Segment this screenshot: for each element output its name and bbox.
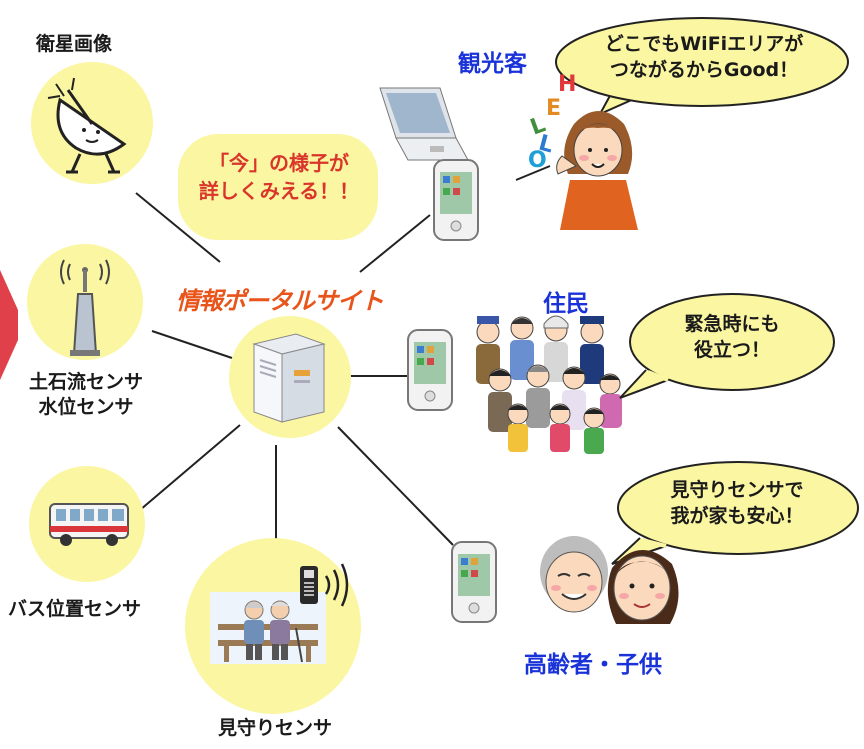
tourist-bubble-text: どこでもWiFiエリアが つながるからGood！ xyxy=(586,32,822,83)
tourist-speech-bubble xyxy=(555,17,849,117)
watch-sensor-label: 見守りセンサ xyxy=(218,717,333,739)
debris-sensor-label: 土石流センサ 水位センサ xyxy=(18,370,154,419)
tourist-woman-icon xyxy=(556,111,638,230)
hello-letter-o: O xyxy=(528,148,547,173)
tourist-bubble-line-2: つながるからGood！ xyxy=(609,58,799,81)
smartphone-icon-tourist xyxy=(433,159,479,241)
tourist-label: 観光客 xyxy=(458,51,527,77)
bus-sensor-label: バス位置センサ xyxy=(8,598,142,620)
satellite-dish-icon xyxy=(47,77,127,174)
elderly-bubble-line-2: 我が家も安心！ xyxy=(670,504,804,527)
residents-bubble-line-2: 役立つ！ xyxy=(693,338,770,361)
residents-label: 住民 xyxy=(543,291,589,317)
elderly-child-faces-icon xyxy=(540,536,679,624)
wearable-sensor-icon xyxy=(300,563,349,607)
link-mobile-elderly xyxy=(337,426,454,546)
server-icon xyxy=(252,333,326,423)
smartphone-icon-residents xyxy=(407,329,453,411)
link-mobile-tourist xyxy=(359,214,431,273)
residents-bubble-line-1: 緊急時にも xyxy=(684,313,780,335)
bus-icon xyxy=(49,503,129,546)
hello-letter-h: H xyxy=(558,72,577,97)
link-debris-sensor xyxy=(151,330,233,359)
debris-sensor-label-line-2: 水位センサ xyxy=(38,395,134,418)
laptop-icon xyxy=(379,87,469,161)
elderly-bubble-text: 見守りセンサで 我が家も安心！ xyxy=(652,478,822,529)
note-text: 「今」の様子が 詳しくみえる！！ xyxy=(186,149,372,205)
hello-letter-e: E xyxy=(546,96,562,121)
elderly-bubble-line-1: 見守りセンサで xyxy=(670,479,804,501)
note-line-1: 「今」の様子が xyxy=(209,151,349,175)
portal-title: 情報ポータルサイト xyxy=(176,287,384,315)
elderly-couple-on-bench-icon xyxy=(210,592,326,664)
note-bubble-shape xyxy=(178,134,378,240)
residents-crowd-icon xyxy=(476,315,622,454)
note-line-2: 詳しくみえる！！ xyxy=(198,179,360,203)
tourist-bubble-line-1: どこでもWiFiエリアが xyxy=(604,33,804,55)
side-arrow-shape xyxy=(0,270,18,380)
residents-speech-bubble xyxy=(619,293,835,399)
link-bus-sensor xyxy=(139,424,241,511)
residents-bubble-text: 緊急時にも 役立つ！ xyxy=(662,312,802,363)
link-satellite xyxy=(135,192,221,263)
satellite-label: 衛星画像 xyxy=(36,33,113,55)
debris-sensor-label-line-1: 土石流センサ xyxy=(28,371,143,393)
antenna-tower-icon xyxy=(60,259,110,356)
smartphone-icon-elderly xyxy=(451,541,497,623)
tourist-link-line xyxy=(515,165,551,181)
elderly-label: 高齢者・子供 xyxy=(524,652,662,678)
